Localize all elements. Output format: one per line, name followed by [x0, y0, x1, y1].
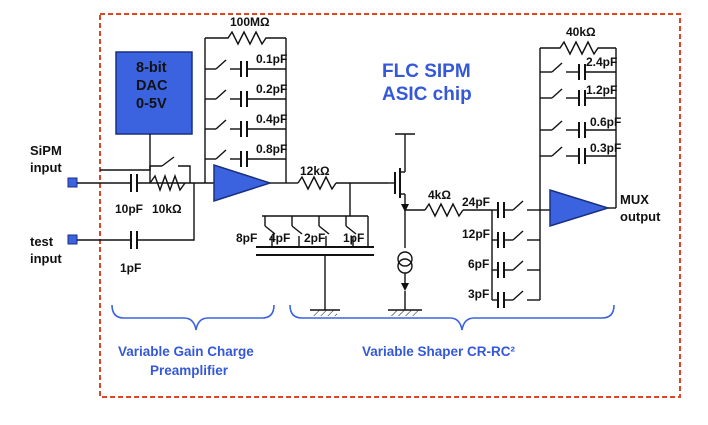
input-resistor-label: 10kΩ: [152, 202, 182, 216]
preamp-brace: [111, 304, 275, 331]
preamp-feedback-cap-label: 0.2pF: [256, 82, 287, 96]
test-input-label-2: input: [30, 251, 62, 266]
preamp-feedback-cap-label: 0.1pF: [256, 52, 287, 66]
shaper-feedback-cap-label: 2.4pF: [586, 55, 617, 69]
shaper-feedback-resistor: [540, 40, 616, 56]
preamp-caption-line1: Variable Gain Charge: [118, 344, 254, 359]
shaper-brace: [289, 304, 615, 331]
shaper-feedback-cap-row: [540, 62, 616, 80]
shunt-cap-label: 2pF: [304, 231, 325, 245]
shaper-caption: Variable Shaper CR-RC²: [362, 344, 516, 359]
source-follower-transistor: [388, 133, 415, 248]
shaper-feedback-cap-row: [540, 88, 616, 106]
shaper-resistor-4k-label: 4kΩ: [428, 188, 451, 202]
shaper-input-cap-row: [492, 260, 540, 278]
dac-line3: 0-5V: [136, 96, 167, 112]
preamp-feedback-cap-label: 0.8pF: [256, 142, 287, 156]
preamp-caption-line2: Preamplifier: [150, 363, 229, 378]
shaper-feedback-cap-row: [540, 146, 616, 164]
shunt-cap-label: 4pF: [269, 231, 290, 245]
preamp-feedback-cap-row: [205, 59, 286, 77]
ground-symbol: [310, 309, 340, 316]
chip-title-line1: FLC SIPM: [382, 61, 471, 82]
sipm-input-label-2: input: [30, 160, 62, 175]
shunt-cap-label: 8pF: [236, 231, 257, 245]
shaper-amplifier: [549, 188, 611, 228]
dac-line1: 8-bit: [136, 60, 167, 76]
preamp-feedback-cap-label: 0.4pF: [256, 112, 287, 126]
chip-boundary: [99, 13, 681, 398]
preamp-feedback-cap-row: [205, 119, 286, 137]
test-input-label-1: test: [30, 234, 54, 249]
input-cap-label: 10pF: [115, 202, 143, 216]
series-resistor-12k-label: 12kΩ: [300, 164, 330, 178]
mux-output-label-2: output: [620, 209, 661, 224]
preamp-feedback-resistor-label: 100MΩ: [230, 15, 270, 29]
mux-output-label-1: MUX: [620, 192, 649, 207]
preamp-amplifier: [213, 163, 273, 203]
series-resistor-12k: [297, 175, 337, 191]
sipm-input-terminal[interactable]: [67, 177, 78, 188]
shaper-input-cap-row: [492, 200, 540, 218]
shaper-input-cap-label: 6pF: [468, 257, 489, 271]
shaper-input-cap-label: 3pF: [468, 287, 489, 301]
shaper-resistor-4k: [424, 202, 464, 218]
shaper-feedback-cap-row: [540, 120, 616, 138]
input-resistor-switch: [161, 156, 175, 167]
shaper-feedback-cap-label: 1.2pF: [586, 83, 617, 97]
shunt-cap-label: 1pF: [343, 231, 364, 245]
shaper-input-cap-label: 12pF: [462, 227, 490, 241]
preamp-feedback-resistor: [205, 30, 286, 46]
dac-block: 8-bit DAC 0-5V: [115, 51, 193, 135]
current-source: [388, 251, 422, 316]
input-resistor-10k: [149, 173, 186, 193]
shaper-feedback-cap-label: 0.3pF: [590, 141, 621, 155]
chip-title-line2: ASIC chip: [382, 84, 472, 105]
dac-line2: DAC: [136, 78, 168, 94]
preamp-feedback-cap-row: [205, 89, 286, 107]
shunt-cap-bank: [256, 216, 374, 310]
shaper-input-cap-label: 24pF: [462, 195, 490, 209]
preamp-feedback-cap-row: [205, 149, 286, 167]
dac-wire: [100, 134, 151, 171]
test-cap-label: 1pF: [120, 261, 141, 275]
shaper-feedback-cap-label: 0.6pF: [590, 115, 621, 129]
test-input-terminal[interactable]: [67, 234, 78, 245]
shaper-input-cap-row: [492, 230, 540, 248]
shaper-feedback-resistor-label: 40kΩ: [566, 25, 596, 39]
shaper-input-cap-row: [492, 290, 540, 308]
sipm-input-label-1: SiPM: [30, 143, 62, 158]
